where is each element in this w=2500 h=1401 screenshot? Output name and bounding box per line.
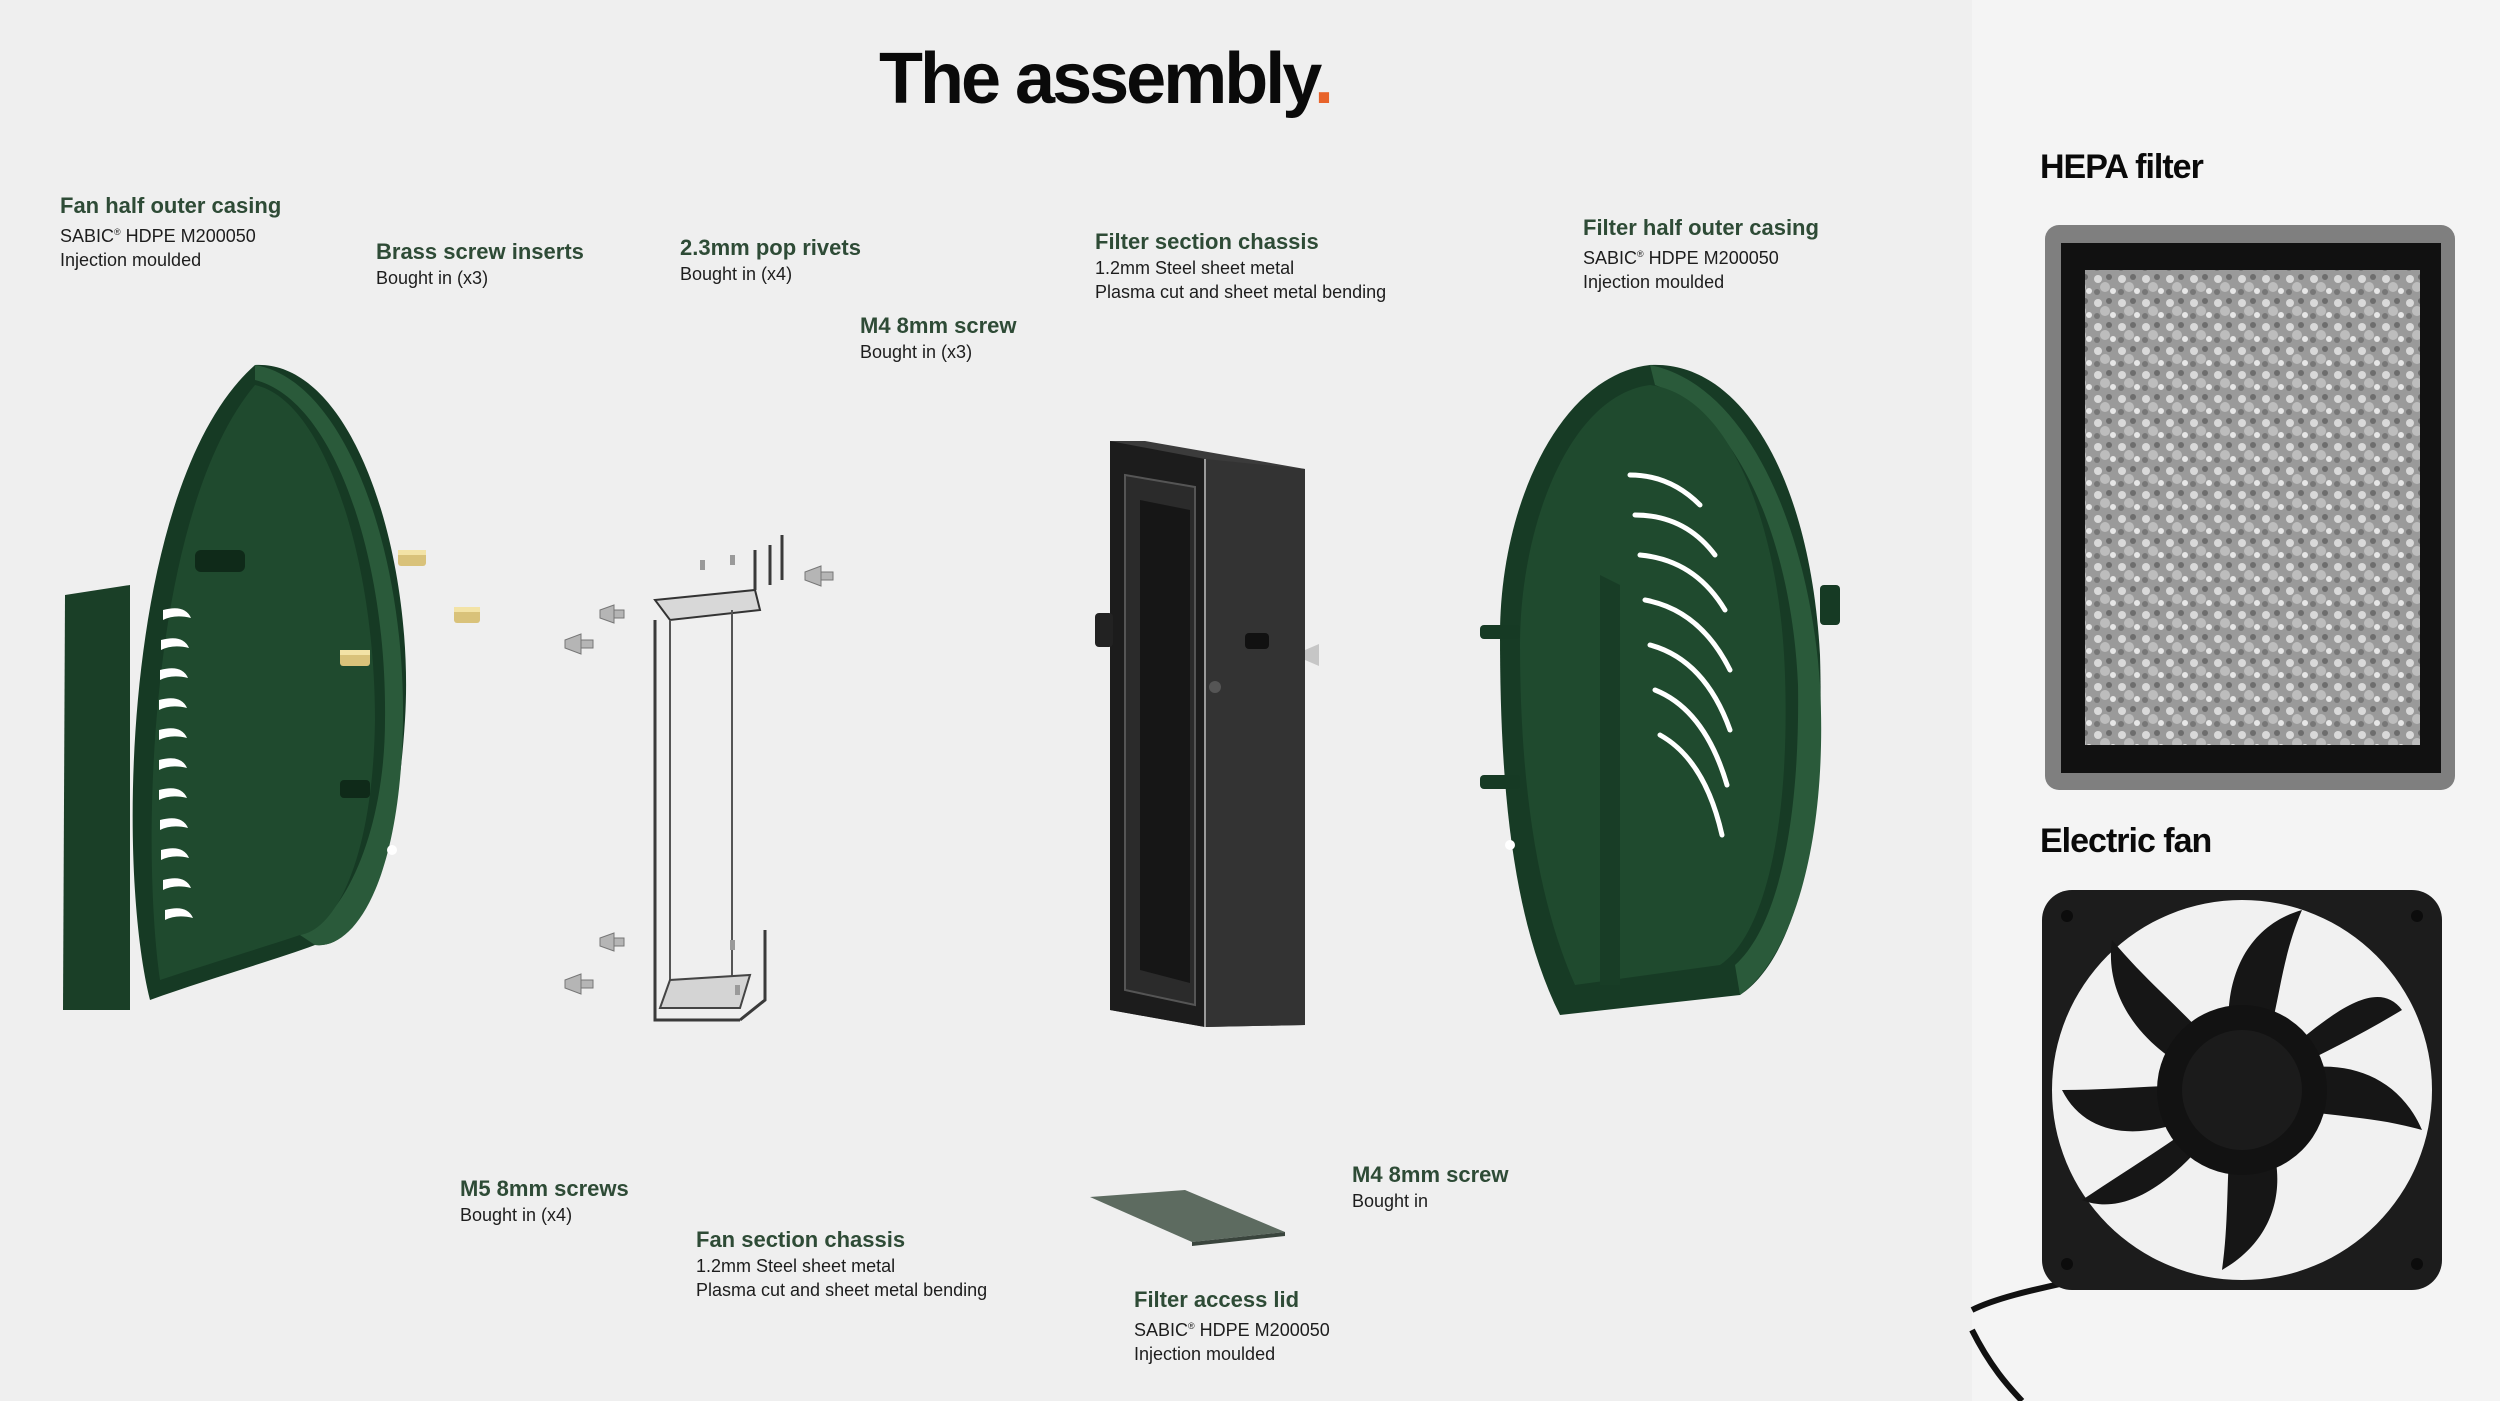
hepa-filter-title: HEPA filter [2040, 148, 2204, 186]
filter-chassis-illustration [1095, 441, 1319, 1027]
label-filter-lid: Filter access lid SABIC® HDPE M200050 In… [1134, 1287, 1330, 1364]
label-fan-casing: Fan half outer casing SABIC® HDPE M20005… [60, 193, 282, 270]
label-m4-screw-bottom: M4 8mm screw Bought in [1352, 1162, 1509, 1211]
filter-lid-illustration [1090, 1190, 1285, 1246]
hepa-filter-illustration [2045, 225, 2455, 790]
label-m5-screws: M5 8mm screws Bought in (x4) [460, 1176, 629, 1225]
filter-casing-illustration [1480, 364, 1840, 1015]
title-dot: . [1313, 39, 1334, 119]
label-fan-chassis: Fan section chassis 1.2mm Steel sheet me… [696, 1227, 988, 1300]
electric-fan-title: Electric fan [2040, 822, 2212, 860]
brass-insert-2 [454, 607, 480, 623]
page-title: The assembly. [879, 39, 1334, 119]
label-m4-screw-top: M4 8mm screw Bought in (x3) [860, 313, 1017, 362]
fan-chassis-illustration [564, 535, 834, 1022]
label-pop-rivets: 2.3mm pop rivets Bought in (x4) [680, 235, 861, 284]
brass-insert-1 [398, 550, 426, 566]
label-brass-inserts: Brass screw inserts Bought in (x3) [376, 239, 584, 288]
label-filter-casing: Filter half outer casing SABIC® HDPE M20… [1583, 215, 1819, 292]
brass-insert-3 [340, 650, 370, 666]
electric-fan-illustration [1969, 890, 2442, 1401]
label-filter-chassis: Filter section chassis 1.2mm Steel sheet… [1095, 229, 1387, 302]
fan-casing-illustration [63, 364, 407, 1010]
